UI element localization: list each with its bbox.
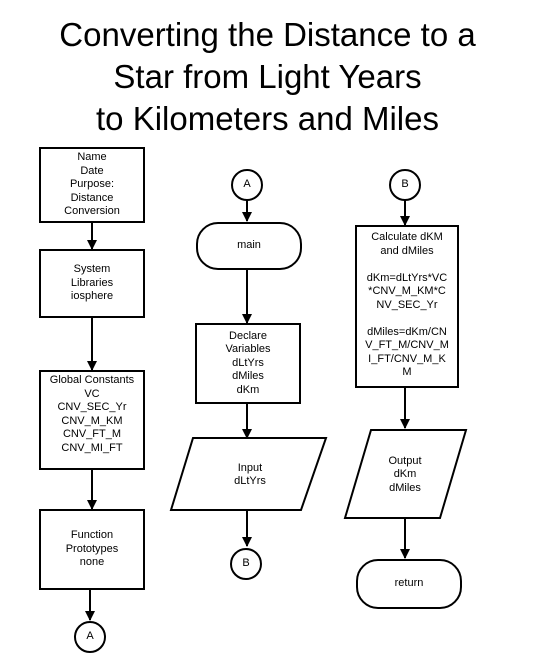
global-constants-box: Global Constants VC CNV_SEC_Yr CNV_M_KM … — [39, 370, 145, 470]
main-terminal: main — [196, 222, 302, 270]
connector-a-start: A — [231, 169, 263, 201]
function-prototypes-box: Function Prototypes none — [39, 509, 145, 590]
connector-b-end: B — [230, 548, 262, 580]
declare-variables-box: Declare Variables dLtYrs dMiles dKm — [195, 323, 301, 404]
output-shape — [343, 429, 468, 519]
output-label: Output dKm dMiles — [388, 454, 422, 494]
system-libraries-box: System Libraries iosphere — [39, 249, 145, 318]
connector-a-end: A — [74, 621, 106, 653]
return-terminal: return — [356, 559, 462, 609]
input-label: Input dLtYrs — [234, 461, 266, 488]
input-shape — [169, 437, 328, 511]
connector-b-start: B — [389, 169, 421, 201]
calculate-box: Calculate dKM and dMiles dKm=dLtYrs*VC *… — [355, 225, 459, 388]
header-info-box: Name Date Purpose: Distance Conversion — [39, 147, 145, 223]
diagram-title: Converting the Distance to a Star from L… — [59, 16, 476, 137]
